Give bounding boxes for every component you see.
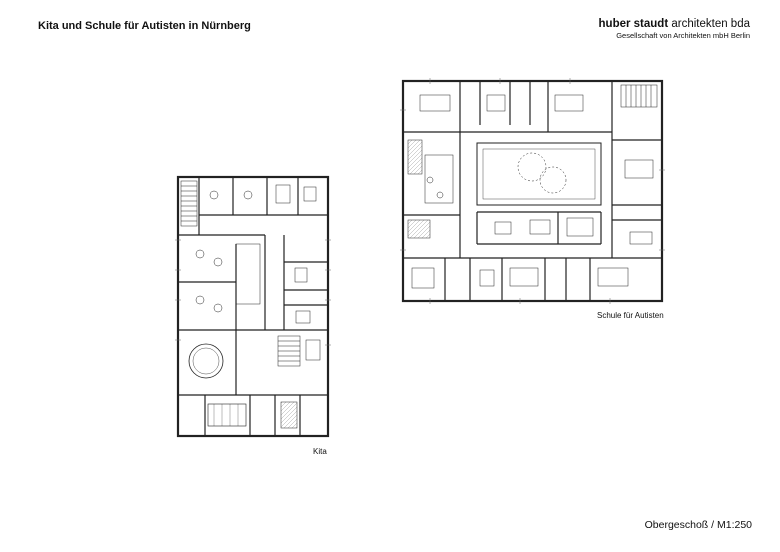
firm-block: huber staudt architekten bda Gesellschaf… [599, 18, 750, 40]
scale-label: Obergeschoß / M1:250 [644, 519, 752, 531]
kita-outer-wall [176, 175, 330, 438]
firm-name-rest: architekten bda [671, 18, 750, 30]
schule-stair-left [407, 219, 431, 239]
courtyard-tree [539, 166, 567, 194]
kita-furniture [195, 184, 321, 361]
firm-name-bold: huber staudt [598, 18, 669, 30]
kita-stair-top [180, 180, 198, 227]
firm-name: huber staudt architekten bda [599, 18, 750, 30]
page-title: Kita und Schule für Autisten in Nürnberg [38, 20, 251, 32]
kita-core-block [235, 243, 261, 305]
schule-furniture [411, 94, 654, 289]
schule-stair-top [620, 84, 658, 108]
schule-label: Schule für Autisten [597, 311, 664, 320]
schule-outer-wall [401, 79, 664, 303]
kita-label: Kita [313, 447, 327, 456]
schule-core [424, 154, 454, 204]
kita-window-ticks [175, 239, 331, 346]
kita-floor-plan [175, 175, 331, 438]
kita-bottom-stair [280, 401, 298, 429]
schule-courtyard [476, 142, 602, 206]
kita-stair-middle [277, 335, 301, 367]
kita-bottom-table [207, 403, 247, 427]
firm-subtitle: Gesellschaft von Architekten mbH Berlin [616, 31, 750, 40]
schule-window-ticks [400, 78, 665, 304]
schule-floor-plan [400, 78, 665, 304]
kita-round-table [188, 343, 224, 379]
courtyard-tree [517, 152, 547, 182]
schule-wc-block [407, 139, 423, 175]
